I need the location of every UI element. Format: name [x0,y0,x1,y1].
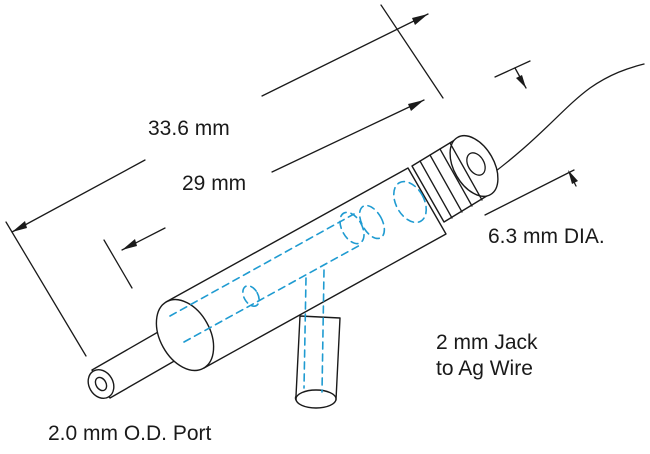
extension-line-right [380,4,444,99]
cap-end [449,135,499,197]
extension-line [484,169,575,216]
jack-channel-line [321,269,325,393]
cylinder-front-face [155,298,215,372]
jack-tube-end [295,389,337,409]
dimension-line-segment [261,13,429,97]
arrowhead [568,170,578,184]
dimension-overall-length [5,4,444,357]
label-diameter: 6.3 mm DIA. [488,225,605,248]
arrowhead [408,100,424,111]
jack-channel-line [303,277,307,389]
port-opening [94,376,108,392]
arrowhead [516,75,526,88]
jack-tube [294,315,341,409]
extension-line-left [5,221,87,357]
arrowhead [412,14,428,25]
arrowhead [12,221,27,232]
inner-seal [242,284,260,308]
inner-chamber [392,180,428,224]
label-overall-length: 33.6 mm [148,117,230,140]
dimension-line-segment [271,99,425,173]
extension-line [494,60,531,78]
bore-line-upper [169,213,355,317]
electrode-body [155,167,447,372]
label-body-length: 29 mm [182,172,247,195]
label-jack-line1: 2 mm Jack [436,331,538,354]
dimension-line-segment [11,159,146,233]
silver-wire [475,63,645,187]
cap-knurl [429,154,463,213]
arrowhead [122,239,137,250]
threaded-cap [411,135,499,223]
cap-knurl [449,142,483,201]
dimension-body-length [103,99,425,289]
cap-knurl [439,148,473,207]
cap-knurl [419,160,453,219]
label-port: 2.0 mm O.D. Port [48,422,212,445]
bore-line-lower [183,243,363,343]
label-jack: 2 mm Jack to Ag Wire [436,330,538,383]
hidden-internals [169,180,428,393]
cap-hole [466,152,486,176]
inner-chamber [358,204,386,240]
dimension-diameter [484,60,578,216]
extension-line-left [103,239,133,289]
label-jack-line2: to Ag Wire [436,357,533,381]
